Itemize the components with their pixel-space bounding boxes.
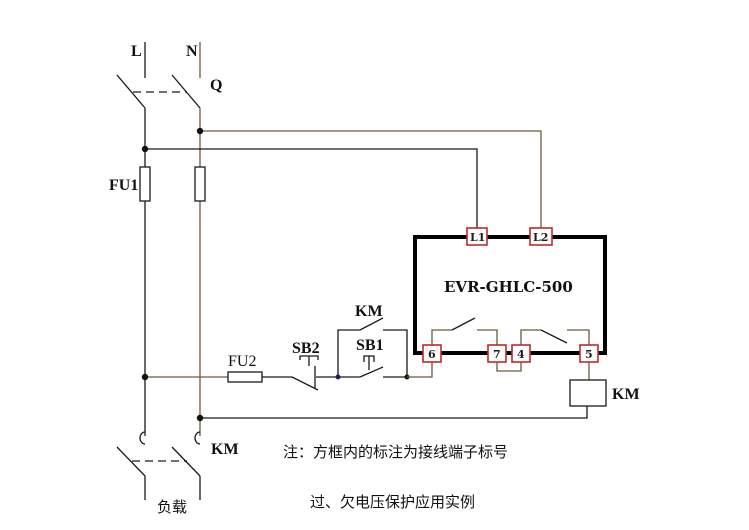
sb2-push-head: [299, 355, 319, 360]
junction-dot: [196, 414, 204, 422]
km-contact-arc-n: [194, 431, 201, 445]
fuse-fu1-l: [139, 166, 151, 202]
label-fu1: FU1: [109, 177, 138, 194]
junction-dot: [141, 145, 149, 153]
km-holding-right: [383, 329, 408, 377]
label-km-main: KM: [211, 441, 239, 458]
stop-button-sb2: [291, 355, 338, 391]
terminal-l2: [529, 227, 553, 246]
wire-coil-to-n: [200, 406, 588, 419]
contact-6-7-blade: [451, 317, 476, 331]
terminal-7-label: 7: [493, 348, 501, 361]
label-sb2: SB2: [292, 340, 320, 357]
main-contactor-km: [116, 431, 201, 500]
note-text: 注：方框内的标注为接线端子标号: [283, 443, 508, 461]
km-contact-arc-l: [139, 431, 146, 445]
terminal-l1: [466, 227, 488, 246]
evr-device-frame: [413, 235, 607, 355]
label-km-coil: KM: [612, 386, 640, 403]
terminal-7: [487, 344, 507, 363]
contact-4-5-blade: [540, 329, 568, 344]
terminal-5-label: 5: [585, 348, 593, 361]
device-model-label: EVR-GHLC-500: [444, 278, 573, 296]
label-sb1: SB1: [356, 337, 384, 354]
wire-to-l1: [145, 148, 478, 232]
label-l: L: [131, 43, 142, 60]
wire-to-terminal-6: [407, 362, 433, 378]
terminal-4-label: 4: [517, 348, 525, 361]
main-switch-q: [116, 42, 201, 109]
fuse-fu1-n: [194, 166, 206, 202]
label-load: 负载: [157, 498, 187, 516]
internal-contacts: [431, 317, 590, 372]
terminal-l1-label: L1: [470, 231, 485, 244]
contact-7-lead: [477, 329, 498, 345]
contact-6-lead: [431, 329, 452, 345]
km-blade-l: [116, 446, 146, 477]
fuse-fu2: [227, 371, 263, 383]
label-km-holding: KM: [355, 303, 383, 320]
junction-dot: [196, 127, 204, 135]
diagram-title: 过、欠电压保护应用实例: [310, 493, 475, 511]
sb1-blade: [359, 366, 384, 378]
contact-4-lead: [520, 329, 541, 345]
terminal-l2-label: L2: [533, 231, 548, 244]
terminal-6-label: 6: [428, 348, 436, 361]
wire-to-l2: [200, 130, 542, 232]
km-holding-blade: [359, 317, 384, 331]
q-blade-l: [116, 74, 146, 109]
km-coil: [569, 379, 607, 407]
jumper-7-4: [496, 361, 522, 372]
km-holding-left: [337, 329, 360, 377]
label-n: N: [186, 43, 198, 60]
contact-5-lead: [567, 329, 590, 345]
junction-dot: [141, 373, 149, 381]
terminal-4: [511, 344, 531, 363]
label-fu2: FU2: [228, 353, 256, 370]
sb2-blade: [291, 376, 319, 391]
label-q: Q: [210, 77, 222, 94]
